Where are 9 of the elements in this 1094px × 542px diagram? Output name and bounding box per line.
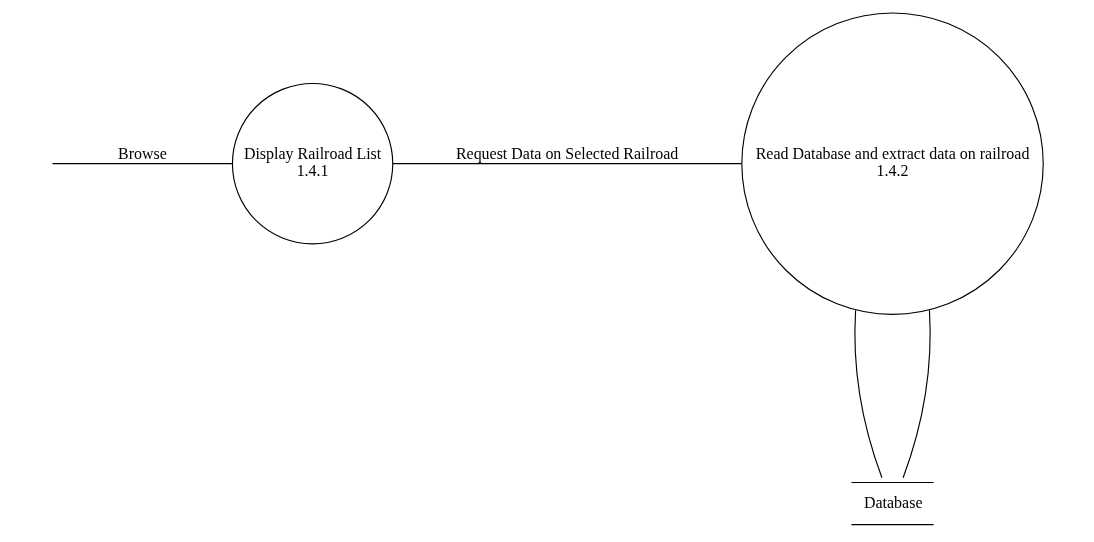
connector — [51, 163, 233, 165]
edge-label: Browse — [117, 145, 167, 163]
node-circle: Read Database and extract data on railroad 1.4.2 — [740, 12, 1044, 315]
connector — [902, 309, 931, 479]
node-text: Database — [863, 494, 922, 512]
connector — [391, 163, 742, 165]
node-circle: Display Railroad List 1.4.1 — [231, 82, 393, 245]
edge-label: Request Data on Selected Railroad — [455, 145, 678, 163]
connector — [853, 309, 882, 479]
